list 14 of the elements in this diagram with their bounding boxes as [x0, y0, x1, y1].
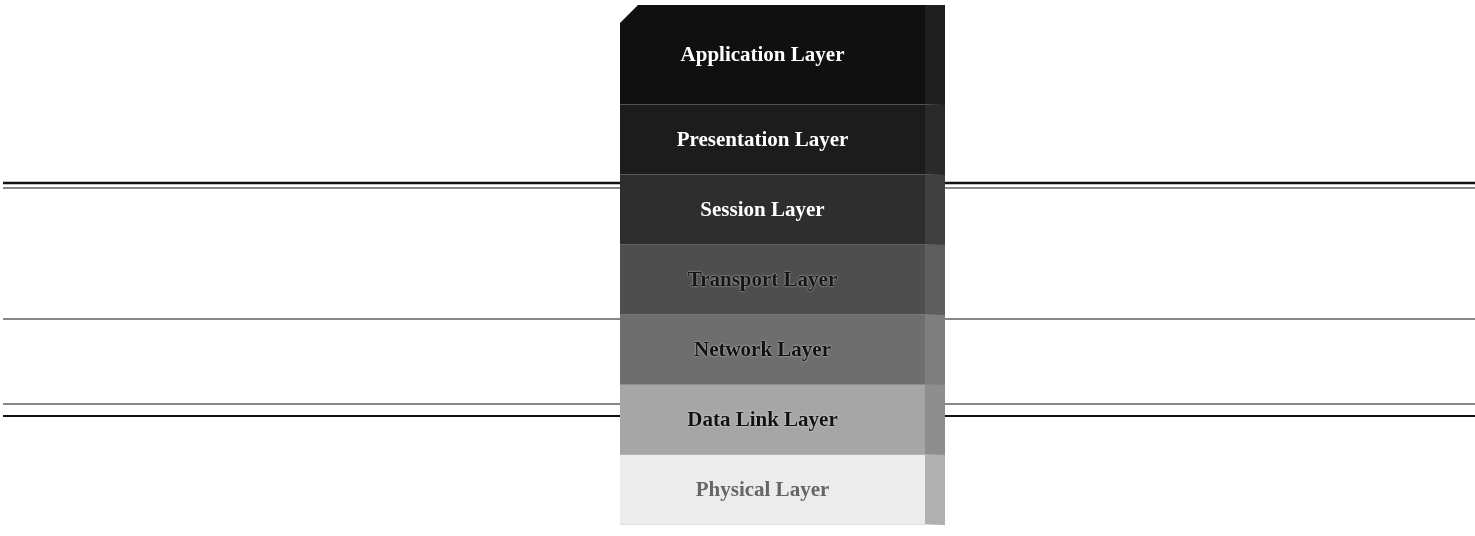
layer-label: Application Layer	[680, 42, 845, 67]
layer-label: Presentation Layer	[676, 127, 849, 152]
layer-label: Transport Layer	[687, 267, 838, 292]
layer-band	[620, 315, 945, 385]
layer-band	[620, 245, 945, 315]
layer-label: Data Link Layer	[687, 407, 838, 432]
layer-band	[620, 5, 945, 105]
layer-band	[620, 175, 945, 245]
layer-band	[620, 385, 945, 455]
layer-label: Session Layer	[700, 197, 825, 222]
layer-band	[620, 455, 945, 525]
layer-label: Physical Layer	[695, 477, 830, 502]
layer-label: Network Layer	[693, 337, 831, 362]
layer-band	[620, 105, 945, 175]
